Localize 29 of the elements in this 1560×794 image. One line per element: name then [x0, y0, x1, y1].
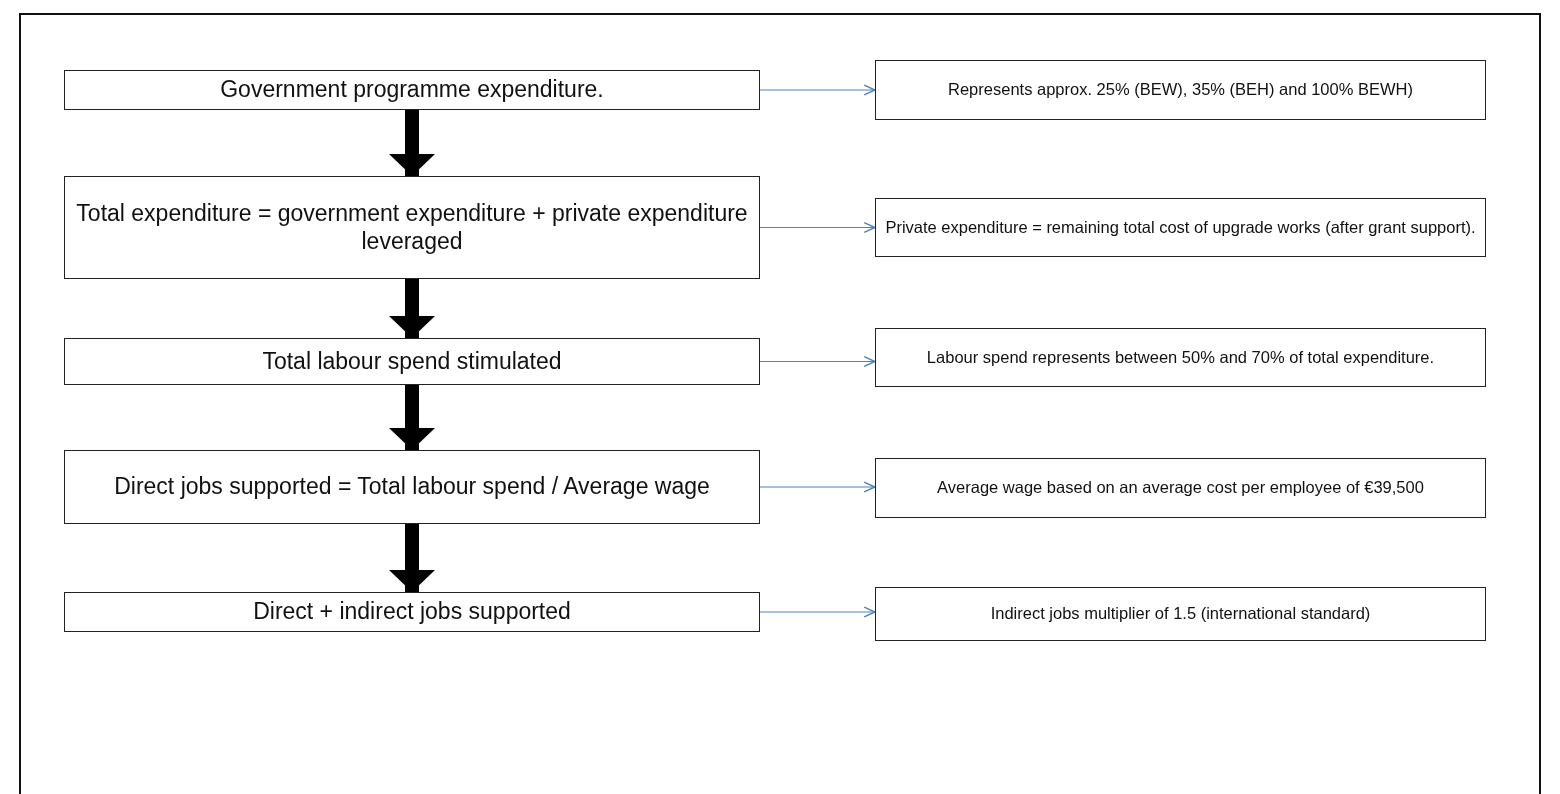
block-arrow — [389, 110, 435, 176]
process-box — [875, 458, 1486, 518]
box-text: Represents approx. 25% (BEW), 35% (BEH) and 100% BEWH) — [948, 80, 1413, 100]
box-text: Direct jobs supported = Total labour spend / Average wage — [114, 473, 710, 501]
process-box — [875, 587, 1486, 641]
process-box — [875, 328, 1486, 387]
arrow — [759, 222, 876, 233]
box-text: Total labour spend stimulated — [262, 347, 562, 376]
arrow — [759, 356, 876, 367]
box-text: Labour spend represents between 50% and 70% of total expenditure. — [926, 347, 1435, 368]
block-arrow — [389, 279, 435, 338]
process-box — [64, 176, 760, 279]
arrow — [759, 481, 876, 493]
box-text: Government programme expenditure. — [220, 76, 604, 104]
box-text: Total expenditure = government expenditure + private expenditure leveraged — [75, 199, 749, 256]
arrow — [759, 84, 876, 96]
process-box — [875, 198, 1486, 257]
block-arrow — [389, 524, 435, 592]
box-text: Average wage based on an average cost per employee of €39,500 — [937, 478, 1424, 498]
process-box — [64, 592, 760, 632]
process-box — [64, 338, 760, 385]
box-text: Direct + indirect jobs supported — [253, 598, 571, 626]
process-box — [64, 450, 760, 524]
arrow — [759, 606, 876, 618]
box-text: Indirect jobs multiplier of 1.5 (international standard) — [990, 604, 1371, 624]
box-text: Private expenditure = remaining total cost of upgrade works (after grant support). — [885, 217, 1476, 238]
block-arrow — [389, 385, 435, 450]
process-box — [875, 60, 1486, 120]
process-box — [64, 70, 760, 110]
